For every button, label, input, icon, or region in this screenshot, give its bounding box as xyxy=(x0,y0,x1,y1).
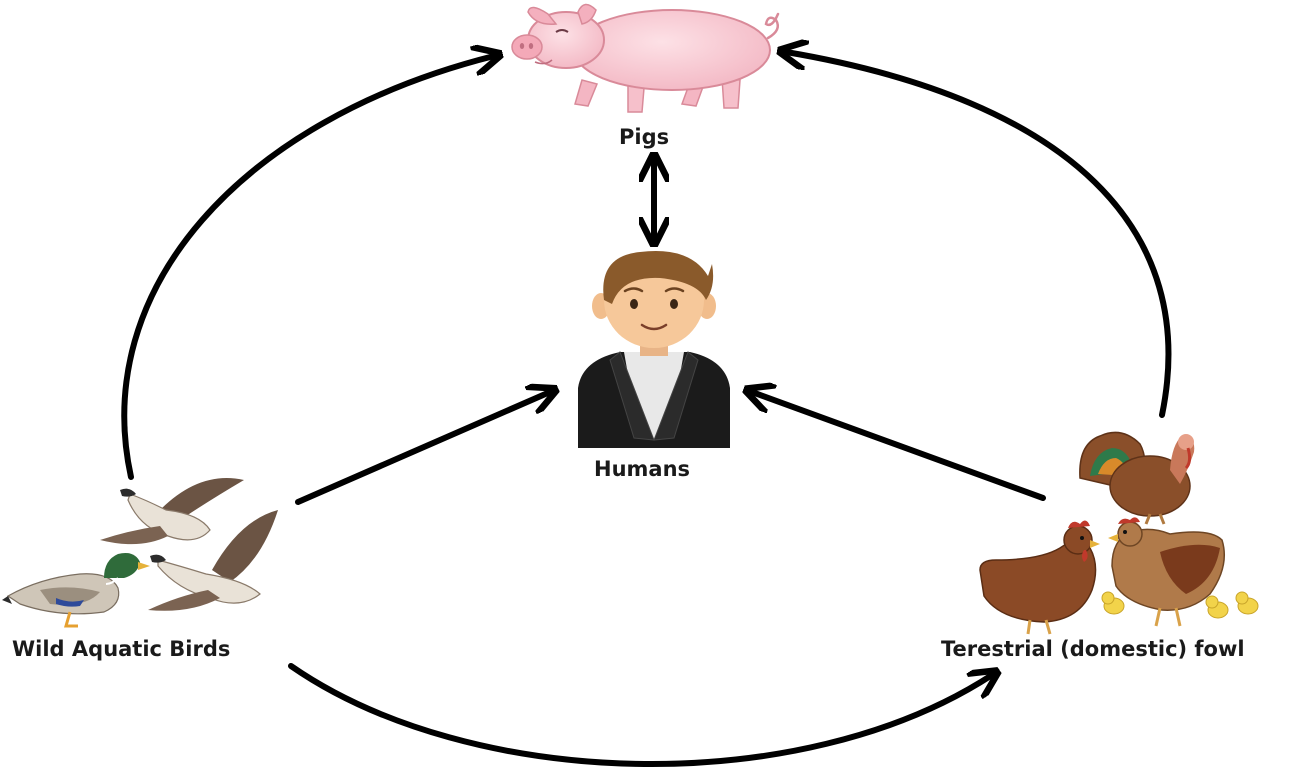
human-icon xyxy=(578,251,730,448)
domestic-fowl-icon xyxy=(979,431,1259,635)
wild-aquatic-birds-label: Wild Aquatic Birds xyxy=(12,637,231,661)
arrow-fowl-to-humans xyxy=(752,392,1046,501)
wild-aquatic-birds-icon xyxy=(2,478,278,628)
pig-icon xyxy=(511,3,780,113)
arrow-fowl-to-pigs xyxy=(786,52,1172,418)
arrow-wild-birds-to-pigs xyxy=(121,56,494,480)
domestic-fowl-label: Terestrial (domestic) fowl xyxy=(941,637,1245,661)
arrow-wild-birds-to-humans xyxy=(295,392,550,505)
arrows xyxy=(121,52,1172,767)
pigs-label: Pigs xyxy=(619,125,670,149)
arrow-wild-birds-to-fowl xyxy=(288,663,992,767)
humans-label: Humans xyxy=(594,457,691,481)
